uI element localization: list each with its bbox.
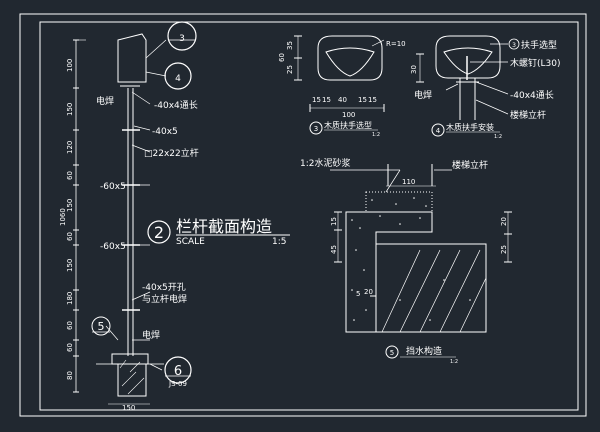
detail4-leaders (445, 43, 509, 115)
detail5-mortar: 1:2水泥砂浆 (300, 157, 351, 169)
detail3-dim-b2: 40 (338, 96, 347, 104)
detail3-dim-b1: 15 (322, 96, 331, 104)
dim-seg-9: 60 (66, 343, 74, 352)
detail3-radius: R=10 (386, 40, 406, 48)
railing-dim-ticks (73, 39, 79, 393)
detail4-label-1: 木螺钉(L30) (510, 57, 561, 69)
detail3-dim-width: 100 (342, 111, 355, 119)
dim-seg-1: 150 (66, 103, 74, 116)
detail3-no: 3 (314, 125, 318, 133)
title-bubble (147, 220, 171, 244)
dim-bottom-width: 150 (122, 404, 135, 412)
main-scale-value: 1:5 (272, 237, 286, 247)
detail4-bubble (431, 123, 445, 137)
detail4-label-2: -40x4通长 (510, 89, 554, 101)
detail4-ref-bubble (508, 38, 520, 50)
detail4-title: 木质扶手安装 (446, 122, 494, 132)
bubble-4 (164, 62, 192, 90)
detail5-dim-right-1: 25 (500, 245, 508, 254)
title-bubble-no: 2 (154, 223, 164, 242)
label-bar-hole-2: 与立杆电焊 (142, 293, 187, 305)
detail4-weld: 电焊 (414, 89, 432, 101)
label-post: □22x22立杆 (144, 147, 199, 159)
label-bar-60x5-a: -60x5 (100, 182, 126, 192)
detail5-title: 挡水构造 (406, 345, 442, 357)
label-bar-60x5-b: -60x5 (100, 242, 126, 252)
detail4-label-3: 楼梯立杆 (510, 109, 546, 121)
detail4-no: 4 (436, 127, 441, 135)
bubble-3-label: 3 (179, 34, 185, 44)
dim-seg-7: 180 (66, 292, 74, 305)
detail5-dim-left-0: 15 (330, 217, 338, 226)
detail5-dim-left-1: 45 (330, 245, 338, 254)
dim-seg-3: 60 (66, 171, 74, 180)
label-flat-bar-full: -40x4通长 (154, 99, 198, 111)
detail5-scale: 1:2 (450, 359, 458, 365)
detail3-bubble (309, 121, 323, 135)
detail4-label-0: 扶手选型 (521, 39, 557, 51)
detail3-title: 木质扶手选型 (324, 120, 372, 130)
main-scale-label: SCALE (176, 237, 205, 247)
dim-seg-8: 60 (66, 321, 74, 330)
bubble-6 (164, 356, 192, 384)
detail5-dim-5: 5 (356, 290, 360, 298)
detail5-post: 楼梯立杆 (452, 159, 488, 171)
dim-seg-6: 150 (66, 259, 74, 272)
detail5-dim-top: 110 (402, 178, 415, 186)
detail5-dim-20: 20 (364, 288, 373, 296)
dim-seg-2: 120 (66, 141, 74, 154)
outer-border (19, 13, 587, 417)
detail5-dim-right-0: 20 (500, 217, 508, 226)
bubble-5 (91, 316, 111, 336)
dim-seg-10: 80 (66, 371, 74, 380)
dim-total: 1060 (59, 208, 67, 226)
detail5-no: 5 (390, 349, 394, 357)
railing-leaders (105, 39, 167, 371)
detail5-bubble (385, 345, 399, 359)
detail4-ref: 3 (512, 42, 516, 49)
detail5-dots (351, 197, 471, 321)
bubble-3 (167, 21, 197, 51)
dim-seg-5: 60 (66, 232, 74, 241)
detail4-scale: 1:2 (494, 134, 502, 140)
detail3-dim-b3: 15 (358, 96, 367, 104)
bubble-6-ref: JS-09 (168, 380, 187, 388)
detail3-dim-left-2: 25 (286, 65, 294, 74)
detail3-dim-left-1: 35 (286, 41, 294, 50)
railing-elevation (75, 33, 164, 405)
detail3-dim-b0: 15 (312, 96, 321, 104)
detail3-dim-b4: 15 (368, 96, 377, 104)
label-flat-bar-40x5: -40x5 (152, 127, 178, 137)
dim-seg-4: 150 (66, 199, 74, 212)
label-weld-bottom: 电焊 (142, 329, 160, 341)
bubble-6-label: 6 (174, 364, 182, 379)
bubble-5-label: 5 (98, 320, 105, 333)
detail-5-water-stop (334, 164, 512, 333)
label-bar-hole-1: -40x5开孔 (142, 282, 186, 293)
main-title: 栏杆截面构造 (176, 217, 272, 236)
detail3-dim-left-0: 60 (278, 53, 286, 62)
inner-border (39, 21, 579, 411)
bubble-4-label: 4 (175, 74, 181, 84)
dim-seg-0: 100 (66, 59, 74, 72)
detail-3-handrail-profile (294, 35, 385, 112)
label-weld-top: 电焊 (96, 95, 114, 107)
detail-4-handrail-installation (416, 35, 501, 120)
detail3-scale: 1:2 (372, 132, 380, 138)
detail4-dim: 30 (410, 65, 418, 74)
